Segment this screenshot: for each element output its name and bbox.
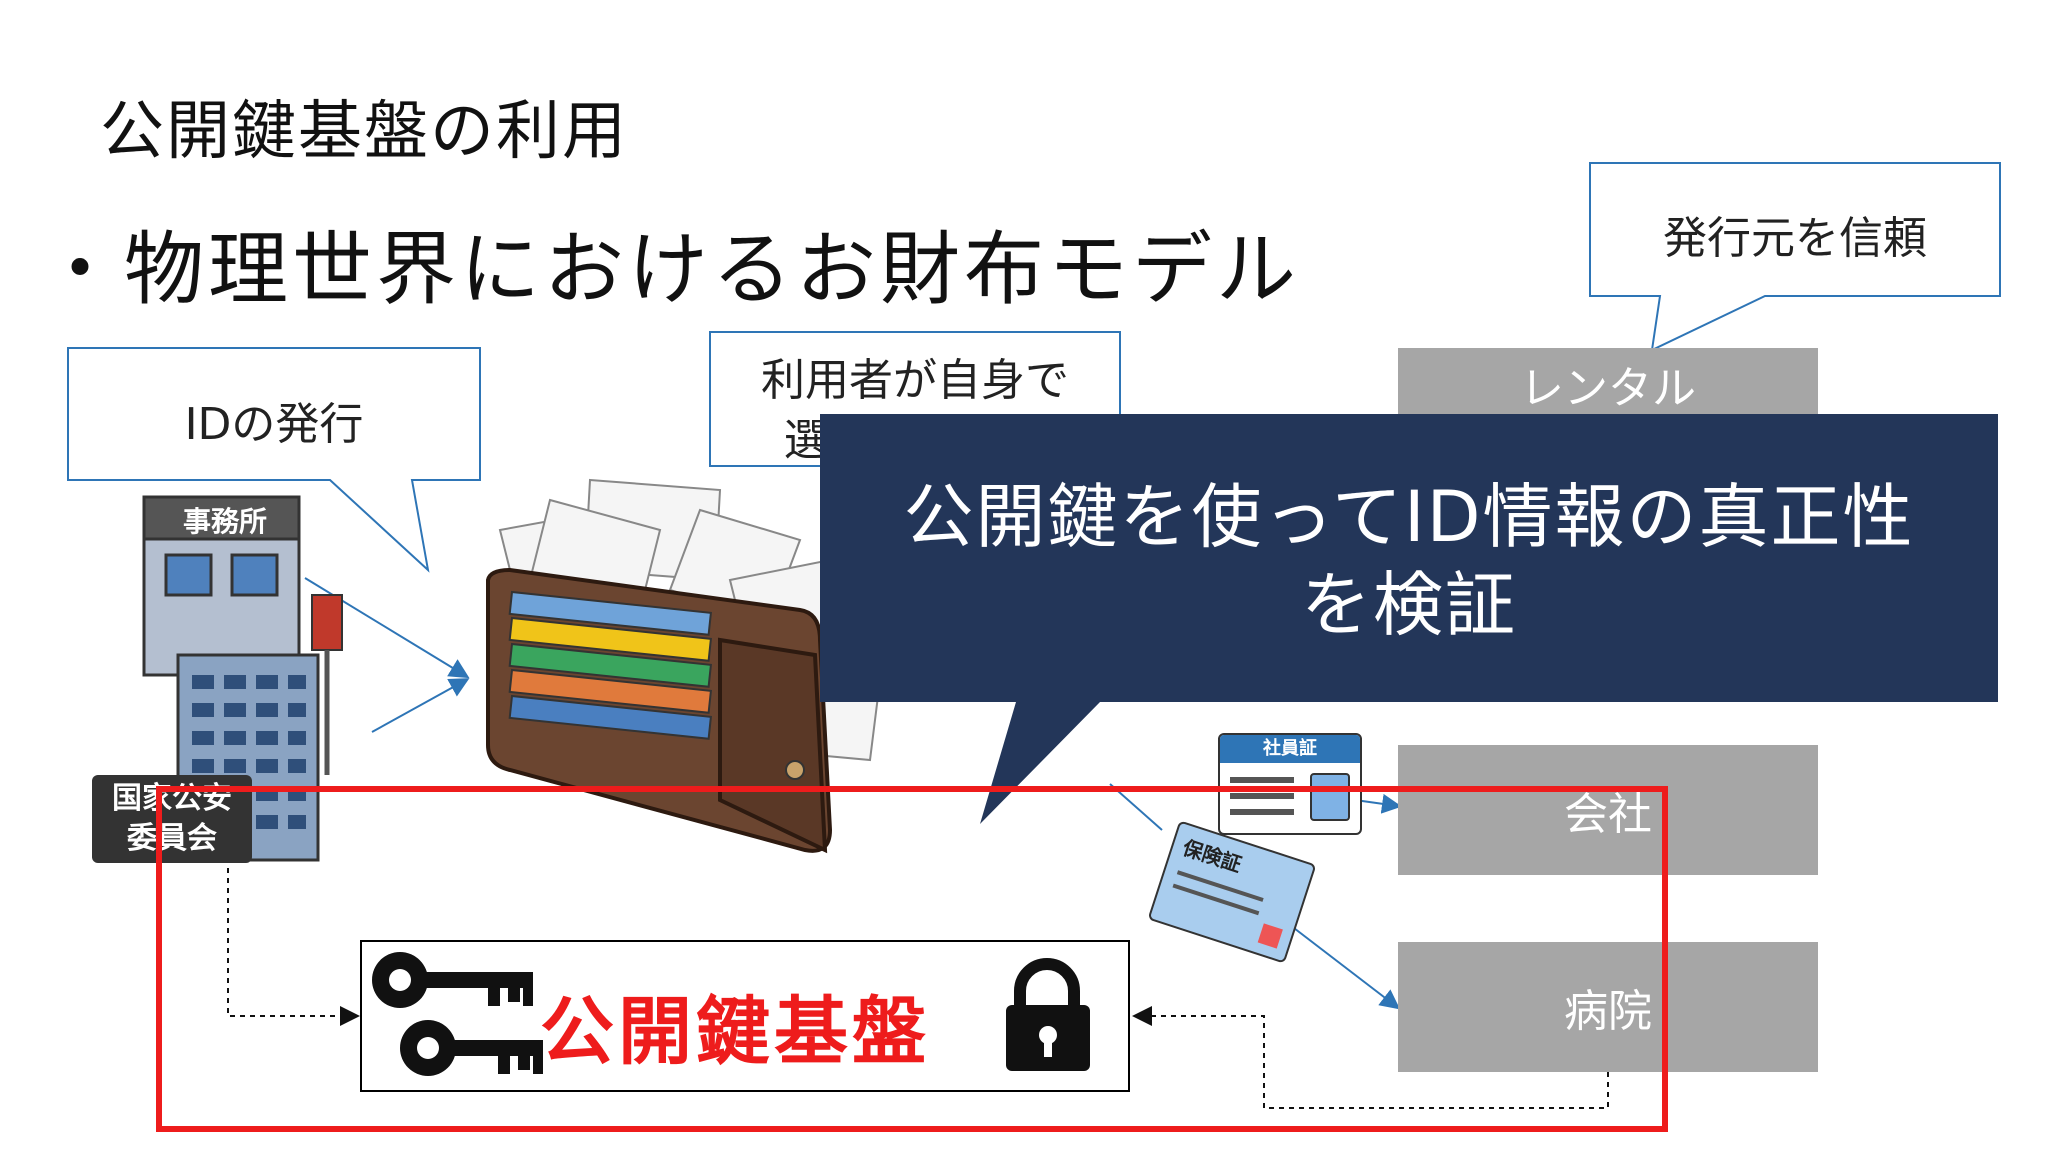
employee-id-card: 社員証 xyxy=(1218,733,1362,835)
verifier-rental-box: レンタル xyxy=(1398,348,1818,420)
issue-callout-shape xyxy=(67,347,481,573)
overlay-callout-line2: を検証 xyxy=(1301,564,1517,646)
overlay-callout-shape xyxy=(820,414,1998,824)
overlay-callout-line1: 公開鍵を使ってID情報の真正性 xyxy=(903,476,1915,558)
verifier-rental-label: レンタル xyxy=(1520,363,1696,414)
trust-callout-shape xyxy=(1589,162,2001,352)
office-sign: 事務所 xyxy=(182,505,267,538)
issue-callout-text: IDの発行 xyxy=(184,399,364,450)
highlight-frame xyxy=(156,786,1668,1132)
select-callout-line1: 利用者が自身で xyxy=(761,355,1069,406)
slide-title: 公開鍵基盤の利用 xyxy=(100,95,628,169)
pki-label: 公開鍵基盤 xyxy=(540,989,930,1075)
verifier-company-label: 会社 xyxy=(1564,789,1652,840)
verifier-hospital-box: 病院 xyxy=(1398,942,1818,1072)
trust-callout-text: 発行元を信頼 xyxy=(1663,213,1927,264)
slide-subtitle: ・物理世界におけるお財布モデル xyxy=(40,223,1300,316)
key-icon xyxy=(372,952,543,1076)
wallet-illustration xyxy=(486,478,882,854)
pki-box xyxy=(360,940,1130,1092)
employee-id-label: 社員証 xyxy=(1220,735,1360,763)
verifier-hospital-label: 病院 xyxy=(1564,986,1652,1037)
avatar xyxy=(1310,773,1350,821)
padlock-icon xyxy=(1006,958,1090,1071)
verifier-company-box: 会社 xyxy=(1398,745,1818,875)
commission-line2: 委員会 xyxy=(127,821,217,856)
